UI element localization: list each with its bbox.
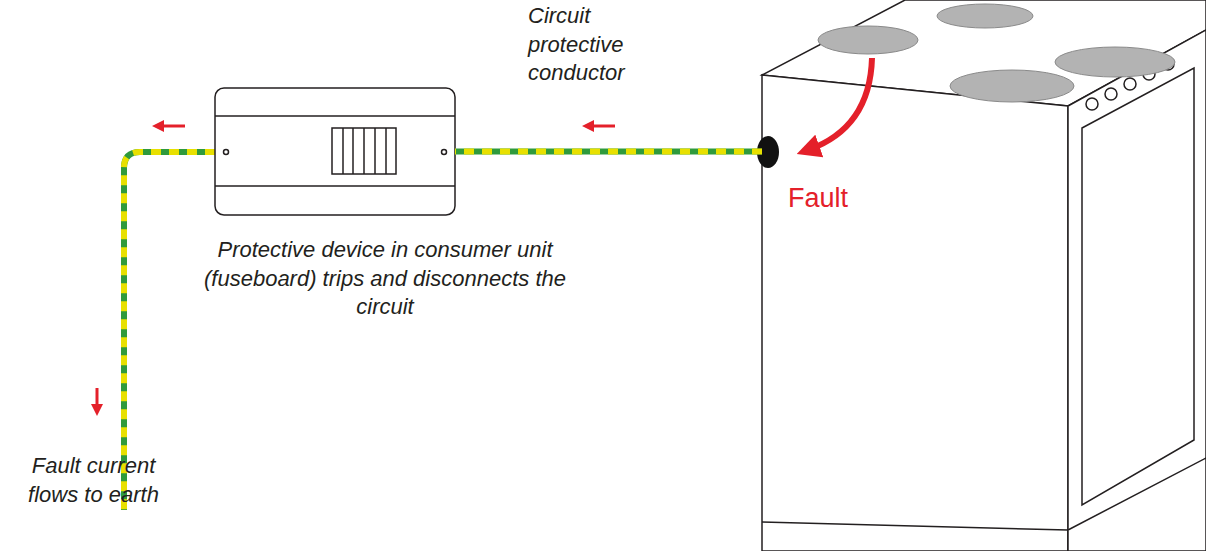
unit-caption: Protective device in consumer unit (fuse… (195, 236, 575, 322)
protective-conductor-wire (455, 151, 762, 152)
flow-arrow (97, 126, 615, 410)
wire-core (455, 149, 762, 155)
earth-note: Fault current flows to earth (6, 452, 181, 509)
wire-stripe (455, 149, 762, 155)
cooker-node: Fault (762, 75, 1206, 551)
consumer-unit (215, 88, 455, 215)
fault-label: Fault (788, 181, 898, 216)
wire-label: Circuit protective conductor (528, 2, 650, 88)
fault-arrow (808, 58, 872, 150)
cooker (762, 0, 1206, 551)
hob-ring (818, 4, 1175, 102)
consumer-unit-node: Protective device in consumer unit (fuse… (215, 88, 455, 215)
